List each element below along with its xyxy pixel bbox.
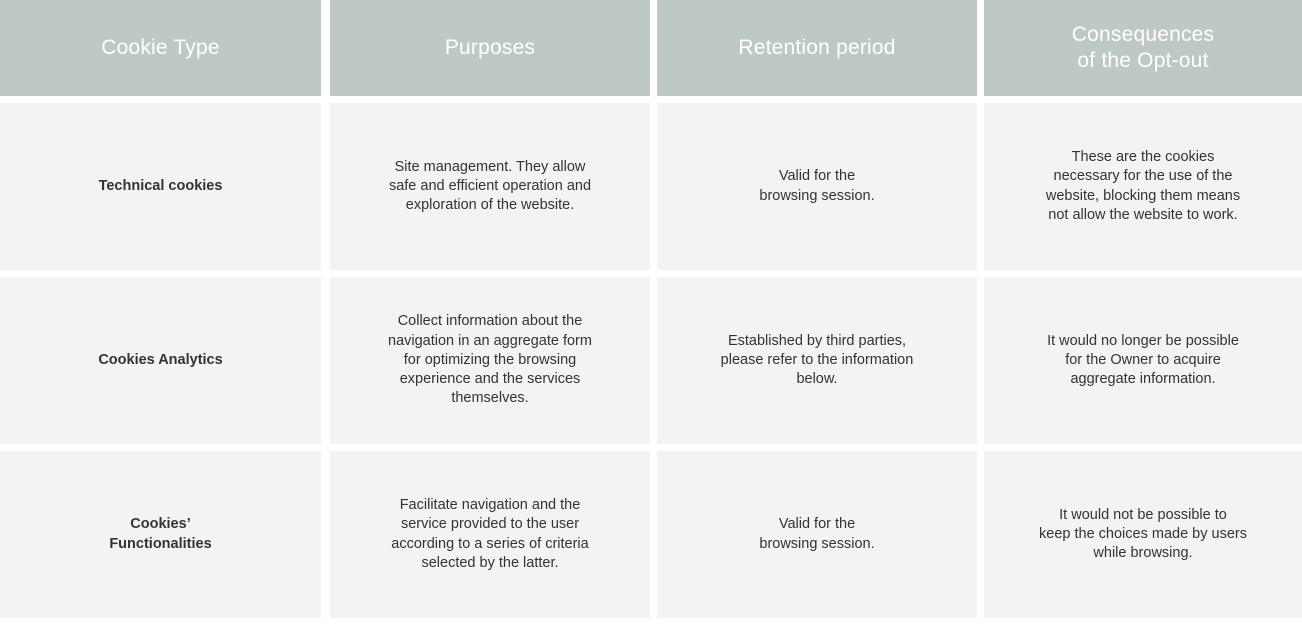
column-header-label: Retention period: [738, 36, 896, 59]
cell-text: Valid for the browsing session.: [759, 516, 875, 552]
cell-text: Cookies’ Functionalities: [109, 516, 212, 552]
table-row: Technical cookies Site management. They …: [0, 103, 1302, 270]
table-row: Cookies Analytics Collect information ab…: [0, 277, 1302, 444]
column-header-retention-period: Retention period: [657, 0, 977, 96]
column-header-consequences-of-the-opt-out: Consequences of the Opt-out: [984, 0, 1302, 96]
cell-text: Valid for the browsing session.: [759, 168, 875, 204]
cell-purposes: Facilitate navigation and the service pr…: [330, 451, 650, 618]
cell-text: Cookies Analytics: [98, 351, 223, 368]
column-header-label: Consequences of the Opt-out: [1071, 23, 1215, 72]
column-header-label: Cookie Type: [101, 36, 220, 59]
cell-text: Facilitate navigation and the service pr…: [391, 497, 589, 571]
cell-text: It would no longer be possible for the O…: [1047, 332, 1239, 388]
cell-consequences: It would no longer be possible for the O…: [984, 277, 1302, 444]
cell-retention-period: Established by third parties, please ref…: [657, 277, 977, 444]
cell-cookie-type: Technical cookies: [0, 103, 321, 270]
cell-purposes: Collect information about the navigation…: [330, 277, 650, 444]
cell-retention-period: Valid for the browsing session.: [657, 103, 977, 270]
cell-consequences: It would not be possible to keep the cho…: [984, 451, 1302, 618]
cell-text: Collect information about the navigation…: [388, 313, 592, 407]
column-header-label: Purposes: [444, 36, 536, 59]
column-header-cookie-type: Cookie Type: [0, 0, 321, 96]
cell-retention-period: Valid for the browsing session.: [657, 451, 977, 618]
table-header-row: Cookie Type Purposes Retention period Co…: [0, 0, 1302, 96]
cell-cookie-type: Cookies Analytics: [0, 277, 321, 444]
cell-text: Technical cookies: [98, 177, 223, 194]
cell-text: These are the cookies necessary for the …: [1045, 149, 1241, 223]
cell-cookie-type: Cookies’ Functionalities: [0, 451, 321, 618]
column-header-purposes: Purposes: [330, 0, 650, 96]
cell-text: Site management. They allow safe and eff…: [388, 158, 592, 214]
cell-text: It would not be possible to keep the cho…: [1039, 506, 1247, 562]
cell-text: Established by third parties, please ref…: [720, 332, 914, 388]
cell-purposes: Site management. They allow safe and eff…: [330, 103, 650, 270]
cell-consequences: These are the cookies necessary for the …: [984, 103, 1302, 270]
table-row: Cookies’ Functionalities Facilitate navi…: [0, 451, 1302, 618]
